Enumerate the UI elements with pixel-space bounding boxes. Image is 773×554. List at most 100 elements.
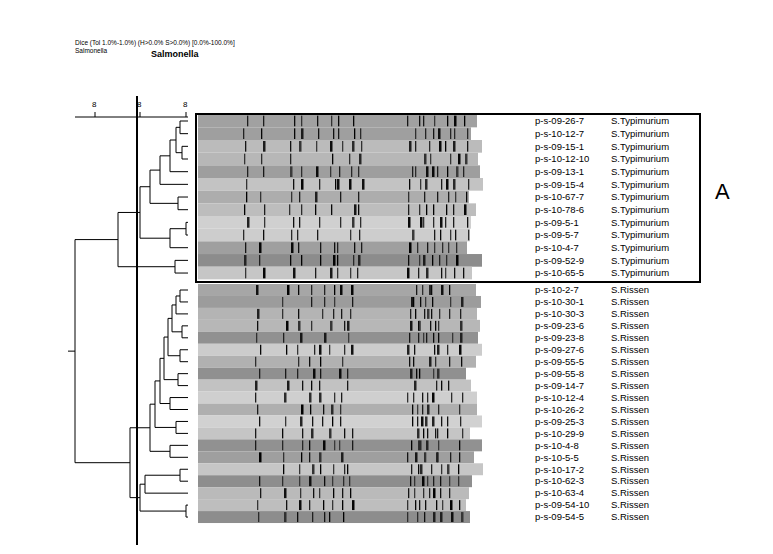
gel-band <box>318 128 319 139</box>
gel-band <box>447 166 448 177</box>
gel-band <box>362 179 365 190</box>
gel-band <box>324 285 325 295</box>
gel-band <box>447 416 448 426</box>
gel-band <box>441 381 442 391</box>
gel-band <box>324 512 325 522</box>
gel-band <box>330 321 333 331</box>
gel-band <box>437 166 438 177</box>
gel-band <box>447 428 448 438</box>
gel-lane <box>198 115 477 128</box>
gel-band <box>339 440 340 450</box>
gel-band <box>448 381 449 391</box>
gel-band <box>352 500 355 510</box>
gel-band <box>459 500 460 510</box>
gel-band <box>349 476 350 486</box>
gel-band <box>299 192 300 203</box>
dendrogram-branch <box>180 290 188 291</box>
serotype-name: S.Typimurium <box>611 129 669 139</box>
dendrogram-branch <box>150 170 160 171</box>
dendrogram-branch <box>180 349 188 350</box>
gel-band <box>332 416 333 426</box>
gel-band <box>417 428 420 438</box>
gel-band <box>260 345 261 355</box>
gel-band <box>416 369 417 379</box>
gel-band <box>284 512 287 522</box>
serotype-name: S.Typimurium <box>611 205 669 215</box>
gel-band <box>311 428 314 438</box>
gel-band <box>459 452 460 462</box>
gel-band <box>454 116 457 127</box>
serotype-name: S.Typimurium <box>611 256 669 266</box>
serotype-name: S.Rissen <box>611 500 649 510</box>
gel-band <box>320 464 321 474</box>
gel-band <box>359 230 360 241</box>
gel-band <box>427 242 428 253</box>
dendrogram-branch <box>140 238 170 239</box>
dendrogram-branch <box>150 203 178 204</box>
isolate-id: p-s-10-17-2 <box>535 465 584 475</box>
gel-band <box>408 192 409 203</box>
gel-band <box>415 128 416 139</box>
gel-band <box>431 464 432 474</box>
gel-band <box>446 204 447 215</box>
gel-band <box>427 476 428 486</box>
gel-band <box>433 217 434 228</box>
dendrogram-branch <box>172 304 176 305</box>
gel-band <box>451 393 452 403</box>
gel-band <box>255 381 258 391</box>
gel-band <box>341 393 342 403</box>
gel-band <box>415 309 416 319</box>
gel-band <box>343 476 344 486</box>
gel-band <box>419 440 422 450</box>
gel-band <box>352 428 353 438</box>
dendrogram-branch <box>118 266 175 267</box>
gel-band <box>415 452 418 462</box>
gel-band <box>255 357 256 367</box>
gel-lane <box>198 356 476 368</box>
gel-lane <box>198 380 471 392</box>
gel-band <box>412 230 415 241</box>
isolate-id: p-s-09-13-1 <box>535 167 584 177</box>
gel-band <box>414 345 415 355</box>
gel-band <box>424 309 425 319</box>
gel-band <box>425 500 426 510</box>
gel-band <box>259 369 260 379</box>
serotype-name: S.Typimurium <box>611 116 669 126</box>
gel-band <box>441 416 442 426</box>
gel-band <box>330 268 333 279</box>
gel-band <box>255 440 256 450</box>
gel-band <box>340 285 343 295</box>
gel-lane <box>198 296 481 308</box>
gel-lane <box>198 216 471 229</box>
dendrogram-branch <box>170 397 188 398</box>
gel-lane <box>198 439 482 451</box>
dendrogram-branch <box>170 445 188 446</box>
gel-band <box>353 255 354 266</box>
gel-band <box>331 204 332 215</box>
gel-band <box>461 297 464 307</box>
gel-band <box>317 116 318 127</box>
gel-band <box>334 393 335 403</box>
gel-band <box>329 428 332 438</box>
gel-band <box>432 255 433 266</box>
gel-band <box>297 230 298 241</box>
isolate-id: p-s-10-29-9 <box>535 429 584 439</box>
gel-band <box>437 192 438 203</box>
gel-band <box>435 357 436 367</box>
serotype-name: S.Rissen <box>611 441 649 451</box>
dendrogram-branch <box>180 361 188 362</box>
gel-band <box>435 428 436 438</box>
gel-band <box>311 297 312 307</box>
gel-band <box>433 488 436 498</box>
serotype-name: S.Rissen <box>611 405 649 415</box>
gel-band <box>413 357 414 367</box>
gel-band <box>449 476 450 486</box>
gel-band <box>465 154 468 165</box>
gel-band <box>414 381 417 391</box>
isolate-id: p-s-10-78-6 <box>535 205 584 215</box>
gel-lane <box>198 463 483 475</box>
gel-lane <box>198 368 466 380</box>
gel-band <box>426 333 427 343</box>
dendrogram-branch <box>150 404 155 405</box>
gel-band <box>438 321 439 331</box>
